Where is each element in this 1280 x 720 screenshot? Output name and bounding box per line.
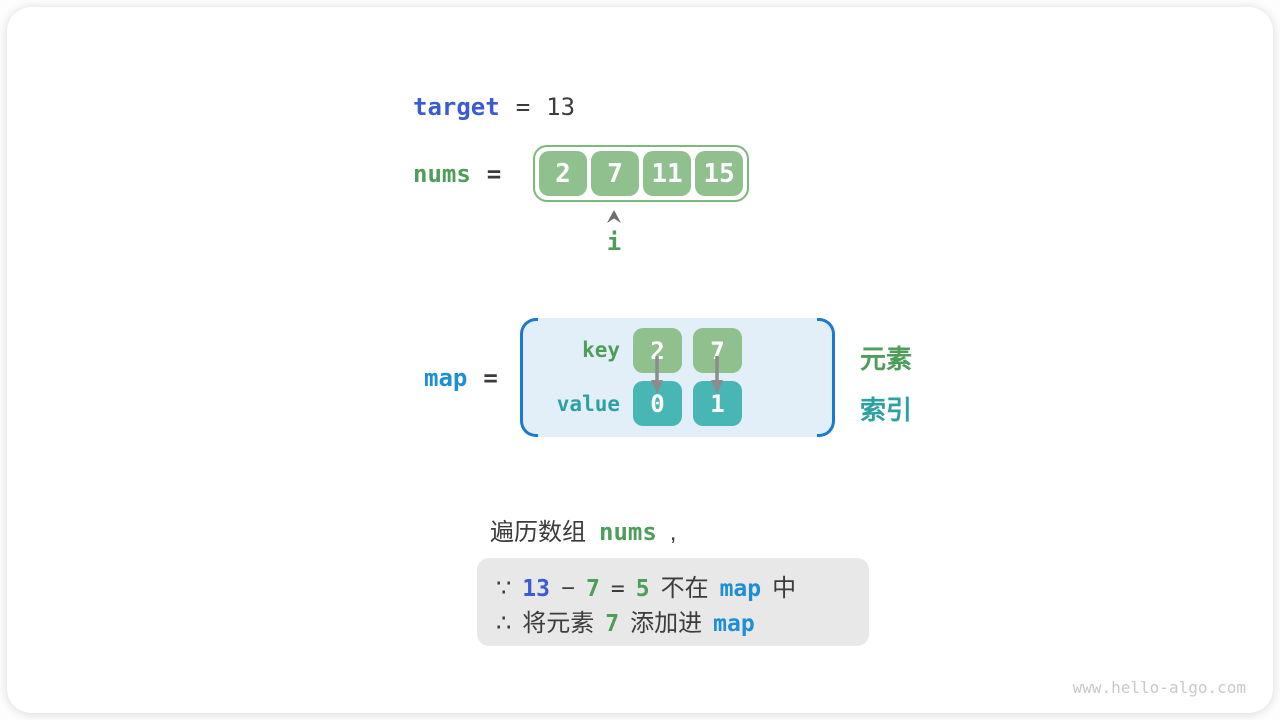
target-value: 13 [546, 93, 576, 121]
key-cell-value: 2 [633, 328, 682, 373]
key-value-arrow-icon [708, 356, 726, 396]
note-add-prefix: 将元素 [522, 610, 595, 637]
map-label-row: map = [424, 364, 498, 392]
note-box: ∵ 13 − 7 = 5 不在 map 中 ∴ 将元素 7 添加进 map [477, 558, 869, 646]
note-add-map-token: map [713, 611, 755, 637]
watermark: www.hello-algo.com [1072, 678, 1246, 697]
caption-prefix: 遍历数组 [490, 519, 586, 546]
nums-equals-sign: = [486, 160, 502, 188]
caption-row: 遍历数组 nums , [490, 512, 676, 547]
note-line-because: ∵ 13 − 7 = 5 不在 map 中 [496, 568, 850, 603]
value-row-label: value [556, 392, 620, 416]
array-cell: 2 [539, 151, 587, 196]
note-not-in-text: 不在 [660, 575, 709, 602]
note-add-verb: 添加进 [630, 610, 703, 637]
key-value-arrow-icon [648, 356, 666, 396]
nums-label-row: nums = [413, 160, 501, 188]
map-left-bracket [520, 318, 538, 437]
map-equals-sign: = [483, 364, 498, 392]
because-symbol: ∵ [496, 575, 512, 602]
pointer-caret-icon [605, 210, 623, 224]
array-cell: 11 [643, 151, 691, 196]
note-minus-sign: − [560, 575, 575, 602]
key-row-label: key [582, 338, 620, 362]
nums-label: nums [413, 160, 471, 188]
nums-array: 2 7 11 15 [533, 145, 749, 202]
note-minuend: 13 [522, 576, 550, 602]
caption-comma: , [669, 519, 677, 546]
note-subtrahend: 7 [586, 576, 600, 602]
key-cell: 2 [633, 328, 682, 373]
target-equals-sign: = [515, 93, 531, 121]
array-cell: 7 [591, 151, 639, 196]
target-row: target = 13 [413, 93, 575, 121]
map-label: map [424, 364, 468, 392]
map-right-bracket [817, 318, 835, 437]
note-equals-sign: = [610, 576, 625, 602]
element-label: 元素 [860, 344, 913, 374]
note-difference: 5 [635, 576, 650, 602]
note-map-token: map [719, 576, 762, 602]
array-cell: 15 [695, 151, 743, 196]
caption-code-nums: nums [599, 518, 657, 546]
map-container: key value 2 7 0 1 [520, 318, 835, 437]
index-label: 索引 [860, 395, 913, 425]
note-add-value: 7 [605, 611, 620, 637]
therefore-symbol: ∴ [496, 610, 512, 637]
note-line-therefore: ∴ 将元素 7 添加进 map [496, 603, 850, 638]
note-in-suffix: 中 [772, 575, 797, 602]
target-label: target [413, 93, 500, 121]
pointer-label-i: i [606, 228, 622, 256]
